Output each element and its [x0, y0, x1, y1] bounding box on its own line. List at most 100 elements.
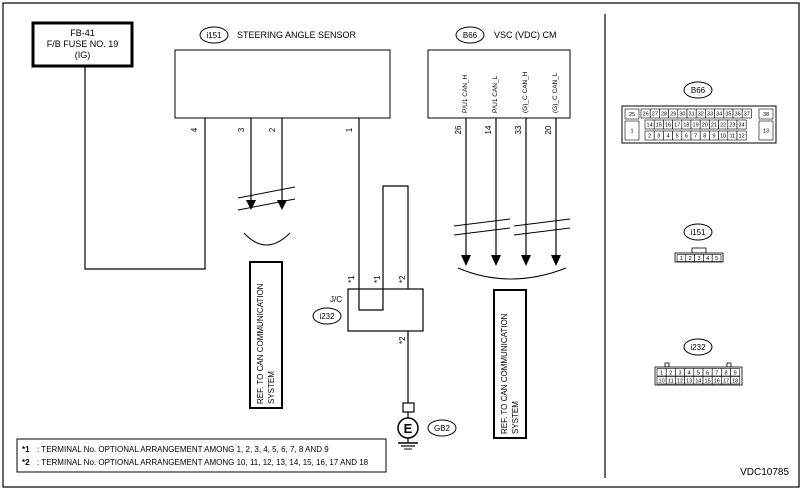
- vsc-pin-26: 26: [454, 125, 463, 134]
- b66-pin-11: 11: [727, 130, 738, 141]
- b66-pin-16-label: 16: [665, 123, 671, 129]
- i232-pin-8: 8: [721, 368, 731, 377]
- b66-pin-7-label: 7: [694, 134, 697, 140]
- ref-box-left-line2: SYSTEM: [267, 371, 276, 404]
- twist-mark-left: [237, 186, 296, 211]
- b66-pin-right-top: 38: [758, 108, 774, 120]
- i232-pin-5-label: 5: [697, 370, 700, 376]
- b66-pin-20-label: 20: [702, 123, 708, 129]
- b66-pin-left-big-label: 1: [630, 129, 633, 135]
- b66-pin-16: 16: [663, 119, 673, 130]
- i151-pin-5-label: 5: [715, 256, 718, 262]
- b66-pin-36-label: 36: [735, 112, 741, 118]
- b66-pin-28: 28: [659, 108, 669, 119]
- fuse-box-line1: FB-41: [70, 28, 95, 38]
- b66-pin-23: 23: [727, 119, 738, 130]
- vsc-signal-2: P/U1 CAN_L: [492, 75, 499, 113]
- ref-box-right-line2: SYSTEM: [511, 401, 520, 434]
- i232-pin-17: 17: [721, 376, 731, 385]
- i232-pin-17-label: 17: [723, 378, 729, 384]
- i232-pin-15: 15: [702, 376, 713, 385]
- b66-pin-19-label: 19: [693, 123, 699, 129]
- i232-pin-10-label: 10: [659, 378, 665, 384]
- i151-pin-4-label: 4: [706, 256, 709, 262]
- b66-pin-31: 31: [686, 108, 697, 119]
- arrow-pin3: [246, 200, 256, 210]
- vsc-cm-header: B66 VSC (VDC) CM: [455, 26, 557, 44]
- b66-pin-27-label: 27: [652, 112, 658, 118]
- steering-sensor-label: STEERING ANGLE SENSOR: [237, 30, 357, 40]
- vsc-signal-3: (G)_C CAN_H: [522, 71, 529, 113]
- steering-pin-2: 2: [268, 127, 277, 132]
- i232-pin-5: 5: [693, 368, 704, 377]
- b66-pin-19: 19: [690, 119, 701, 130]
- b66-pin-34: 34: [714, 108, 725, 119]
- b66-pin-4: 4: [663, 130, 673, 141]
- i232-pin-7: 7: [711, 368, 722, 377]
- ref-box-left: [249, 261, 283, 409]
- i232-pin-12-label: 12: [677, 378, 683, 384]
- b66-pin-27: 27: [649, 108, 660, 119]
- vsc-pin-33: 33: [514, 125, 523, 134]
- steering-sensor-header: i151 STEERING ANGLE SENSOR: [199, 26, 357, 44]
- i232-pin-4-label: 4: [688, 370, 691, 376]
- b66-pin-2-label: 2: [648, 134, 651, 140]
- wire-fuse-to-pin4: [84, 66, 206, 270]
- ground-symbol-text: E: [404, 421, 413, 436]
- i232-pin-7-label: 7: [715, 370, 718, 376]
- b66-pin-10: 10: [718, 130, 729, 141]
- connector-i232-badge: i232: [690, 343, 706, 352]
- i232-pin-2: 2: [665, 368, 676, 377]
- shield-arc-left: [243, 232, 291, 246]
- b66-pin-36: 36: [732, 108, 743, 119]
- b66-pin-14: 14: [644, 119, 655, 130]
- b66-pin-35-label: 35: [725, 112, 731, 118]
- b66-pin-6: 6: [681, 130, 692, 141]
- b66-pin-28-label: 28: [661, 112, 667, 118]
- diagram-code: VDC10785: [740, 467, 789, 478]
- i232-pin-6-label: 6: [706, 370, 709, 376]
- i151-pin-1-label: 1: [680, 256, 683, 262]
- i151-pin-2-label: 2: [689, 256, 692, 262]
- vsc-signal-1: P/U1 CAN_H: [462, 74, 469, 113]
- jc-mark-1b: *1: [373, 275, 382, 283]
- footnote-1-text: : TERMINAL No. OPTIONAL ARRANGEMENT AMON…: [37, 445, 329, 454]
- b66-pin-18-label: 18: [683, 123, 689, 129]
- i232-pin-8-label: 8: [724, 370, 727, 376]
- b66-pin-7: 7: [690, 130, 701, 141]
- b66-pin-18: 18: [681, 119, 692, 130]
- b66-pin-3: 3: [653, 130, 664, 141]
- vsc-cm-label: VSC (VDC) CM: [494, 30, 557, 40]
- vsc-can-wires: [461, 118, 561, 266]
- footnotes-box: [16, 438, 387, 473]
- b66-pin-34-label: 34: [716, 112, 722, 118]
- b66-pin-21: 21: [709, 119, 719, 130]
- i232-pin-3-label: 3: [678, 370, 681, 376]
- b66-pin-right-big-label: 13: [763, 129, 769, 135]
- b66-pin-21-label: 21: [711, 123, 717, 129]
- b66-pin-37-label: 37: [744, 112, 750, 118]
- b66-pin-29: 29: [668, 108, 679, 119]
- ground-badge-text: GB2: [434, 424, 451, 433]
- b66-pin-24: 24: [736, 119, 747, 130]
- wire-pin1-loop: [358, 118, 409, 311]
- i151-pin-4: 4: [703, 254, 713, 262]
- i232-pin-10: 10: [656, 376, 667, 385]
- i232-pin-16-label: 16: [714, 378, 720, 384]
- steering-sensor-badge: i151: [206, 31, 222, 40]
- steering-pin-4: 4: [190, 127, 199, 132]
- i232-pin-15-label: 15: [705, 378, 711, 384]
- i232-pin-16: 16: [711, 376, 722, 385]
- jc-box: [347, 288, 424, 332]
- i232-pin-18: 18: [730, 376, 741, 385]
- b66-pin-22-label: 22: [720, 123, 726, 129]
- b66-pin-12: 12: [736, 130, 747, 141]
- b66-pin-30-label: 30: [679, 112, 685, 118]
- b66-pin-26: 26: [640, 108, 651, 119]
- jc-mark-1a: *1: [347, 275, 356, 283]
- b66-pin-right-big: 13: [758, 120, 774, 141]
- i151-pin-5: 5: [711, 254, 722, 262]
- b66-pin-30: 30: [677, 108, 688, 119]
